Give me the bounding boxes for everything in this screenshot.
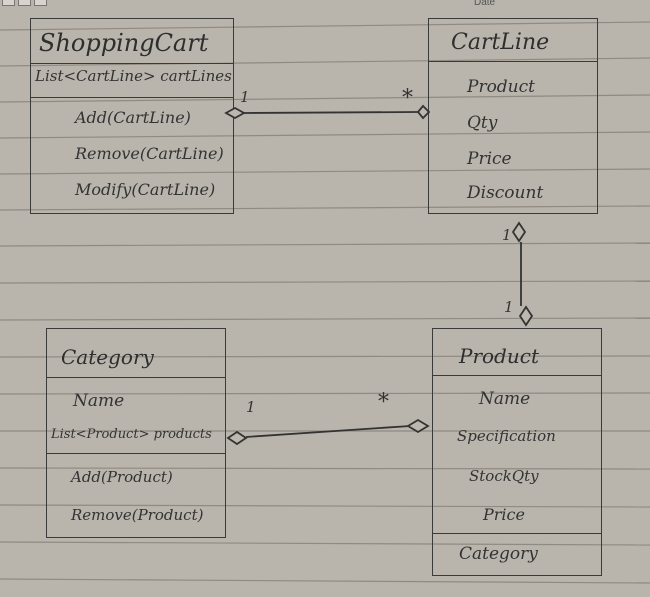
attribute: Price [467, 149, 512, 169]
aggregation-diamond [511, 221, 527, 243]
attribute: Price [483, 505, 525, 524]
attribute: Specification [457, 427, 556, 445]
method: Remove(Product) [71, 506, 204, 524]
attribute: List<CartLine> cartLines [35, 67, 232, 85]
aggregation-diamond [518, 305, 534, 327]
class-name: ShoppingCart [31, 19, 233, 64]
method: Remove(CartLine) [75, 144, 224, 163]
attributes-section: List<CartLine> cartLines [31, 63, 233, 97]
method: Add(Product) [71, 468, 173, 486]
class-name: CartLine [429, 19, 597, 62]
attributes-section: Product Qty Price Discount [429, 61, 597, 213]
class-cartline: CartLine Product Qty Price Discount [428, 18, 598, 214]
attributes-section: Name Specification StockQty Price [433, 375, 601, 533]
multiplicity-label: 1 [504, 298, 514, 316]
class-category: Category Name List<Product> products Add… [46, 328, 226, 538]
aggregation-diamond [416, 104, 431, 120]
attribute: StockQty [469, 467, 539, 485]
association-line [245, 425, 411, 438]
corner-icons [2, 0, 47, 6]
class-product: Product Name Specification StockQty Pric… [432, 328, 602, 576]
attribute: List<Product> products [51, 427, 212, 442]
attribute: Qty [467, 113, 498, 133]
methods-section: Add(CartLine) Remove(CartLine) Modify(Ca… [31, 97, 233, 213]
method: Add(CartLine) [75, 108, 191, 127]
corner-icon [2, 0, 15, 6]
methods-section: Category [433, 533, 601, 575]
class-name: Product [433, 329, 601, 376]
multiplicity-label: 1 [502, 226, 512, 244]
attribute: Product [467, 77, 535, 97]
methods-section: Add(Product) Remove(Product) [47, 453, 225, 537]
method: Category [459, 544, 538, 564]
aggregation-diamond [226, 430, 248, 446]
multiplicity-label: * [378, 390, 389, 415]
class-shoppingcart: ShoppingCart List<CartLine> cartLines Ad… [30, 18, 234, 214]
attributes-section: Name List<Product> products [47, 377, 225, 453]
association-line [243, 111, 419, 114]
date-label: Date [474, 0, 496, 8]
multiplicity-label: 1 [246, 398, 256, 416]
multiplicity-label: * [402, 86, 413, 111]
multiplicity-label: 1 [240, 88, 250, 106]
aggregation-diamond [406, 418, 430, 434]
method: Modify(CartLine) [75, 180, 216, 199]
corner-icon [18, 0, 31, 6]
attribute: Discount [467, 183, 544, 203]
class-name: Category [47, 329, 225, 378]
aggregation-diamond [224, 106, 246, 120]
attribute: Name [73, 391, 125, 411]
attribute: Name [479, 389, 531, 409]
corner-icon [34, 0, 47, 6]
